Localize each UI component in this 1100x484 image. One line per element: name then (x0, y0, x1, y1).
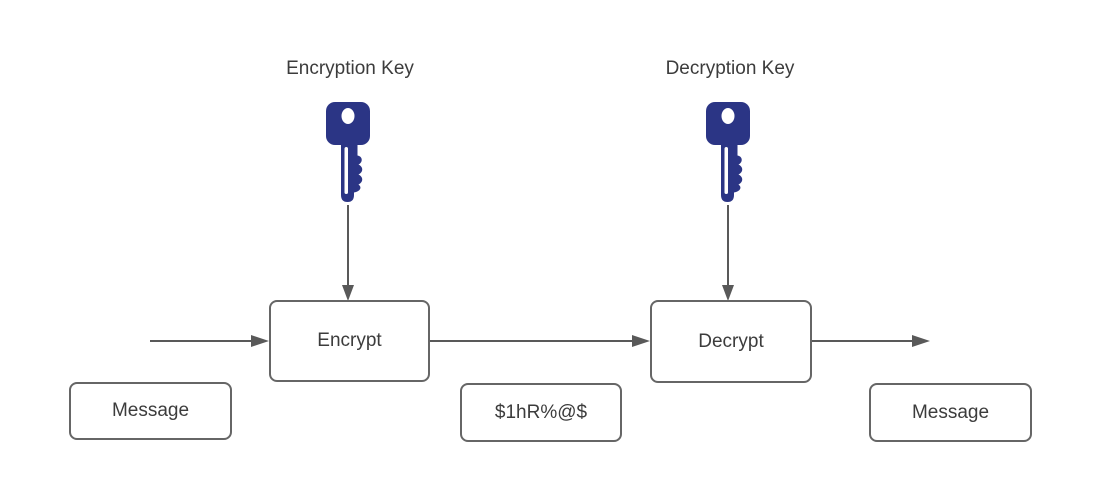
arrow-key-to-encrypt (342, 205, 354, 301)
arrow-key-to-decrypt (722, 205, 734, 301)
encrypt-box-label: Encrypt (317, 330, 382, 351)
encrypt-box: Encrypt (269, 300, 430, 382)
message-out-label: Message (911, 401, 990, 423)
decrypt-box: Decrypt (650, 300, 812, 383)
ciphertext-label: $1hR%@$ (494, 401, 588, 423)
message-in-box: Message (69, 382, 232, 440)
arrow-encrypt-to-decrypt (430, 335, 650, 347)
arrow-into-encrypt (150, 335, 269, 347)
ciphertext-box: $1hR%@$ (460, 383, 622, 442)
arrow-out-of-decrypt (812, 335, 930, 347)
encryption-key-icon (326, 102, 370, 202)
message-in-label: Message (111, 400, 190, 421)
decryption-key-icon (706, 102, 750, 202)
decryption-key-label: Decryption Key (665, 58, 795, 79)
encryption-key-label: Encryption Key (286, 58, 414, 79)
message-out-box: Message (869, 383, 1032, 442)
decrypt-box-label: Decrypt (698, 330, 764, 352)
